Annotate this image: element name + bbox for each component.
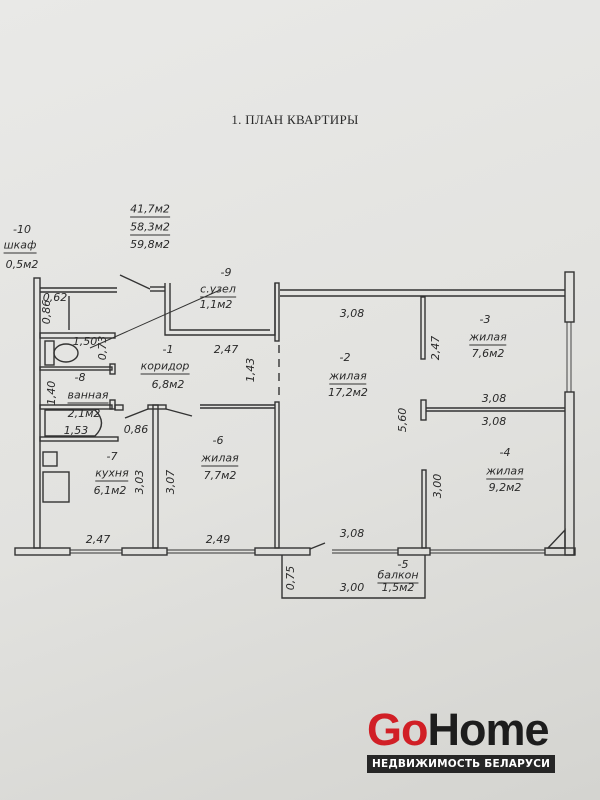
dimension: 3,08 [481,392,507,405]
room-name: жилая [329,369,367,385]
windows [70,322,572,554]
dimension: 2,47 [213,343,239,356]
room-area: 1,1м2 [199,298,233,311]
room-area: 1,5м2 [381,581,415,594]
room-name: жилая [469,330,507,346]
dimension: 3,08 [339,527,365,540]
dimension: 5,60 [396,407,409,433]
room-area: 7,6м2 [471,347,505,360]
room-name: балкон [377,568,419,584]
room-number: -5 [397,558,409,571]
room-number: -1 [162,343,174,356]
dimension: 3,08 [481,415,507,428]
room-area: 7,7м2 [203,469,237,482]
room-name: кухня [95,466,129,482]
dimension: 0,86 [40,299,53,325]
gohome-logo: GoHome НЕДВИЖИМОСТЬ БЕЛАРУСИ [367,707,556,773]
dimension: 0,62 [42,291,68,304]
dimension: 1,40 [45,380,58,406]
dimension: 3,08 [339,307,365,320]
wall-bottom [14,547,71,556]
room-area: 17,2м2 [328,386,368,399]
dimension: 0,73 [96,335,109,361]
room-number: -9 [220,266,232,279]
wall-right [564,271,575,323]
room-name: коридор [140,359,190,375]
dimension: 1,53 [63,424,89,437]
room-name: жилая [201,451,239,467]
dimension: 1,50 [72,335,98,348]
dimension: 3,07 [164,469,177,495]
page-title: 1. ПЛАН КВАРТИРЫ [231,112,359,127]
room-number: -3 [479,313,491,326]
room-number: -4 [499,446,511,459]
logo-home: Home [427,704,550,755]
room-number: -8 [74,371,86,384]
dimension: 2,47 [429,335,442,361]
room-number: -7 [106,450,118,463]
dimension: 3,00 [339,581,365,594]
total-area-with-balcony: 59,8м2 [130,238,170,251]
room-name: с.узел [200,282,236,298]
room-name: ванная [67,388,109,404]
dimension: 2,49 [205,533,231,546]
room-name: шкаф [3,238,37,254]
logo-tagline: НЕДВИЖИМОСТЬ БЕЛАРУСИ [367,755,556,773]
dimension: 2,47 [85,533,111,546]
dimension: 0,75 [284,565,297,591]
room-area: 6,8м2 [151,378,185,391]
room-number: -2 [339,351,351,364]
dimension: 1,43 [244,357,257,383]
dimension: 0,86 [123,423,149,436]
living-area-total: 41,7м2 [130,202,170,218]
room-area: 9,2м2 [488,481,522,494]
room-area: 6,1м2 [93,484,127,497]
room-area: 0,5м2 [5,258,39,271]
dimension: 3,03 [133,469,146,495]
room-name: жилая [486,464,524,480]
logo-go: Go [367,704,428,755]
dimension: 3,00 [431,473,444,499]
room-number: -6 [212,434,224,447]
room-area: 2,1м2 [67,407,101,420]
total-area: 58,3м2 [130,220,170,236]
room-number: -10 [13,223,31,236]
